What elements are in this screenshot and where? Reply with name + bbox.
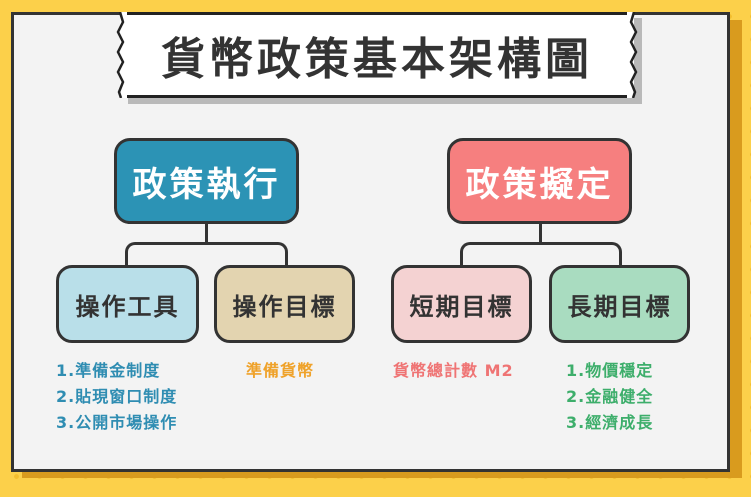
short-term-target-list: 貨幣總計數 M2 — [393, 358, 514, 384]
long-term-target-list: 1.物價穩定 2.金融健全 3.經濟成長 — [566, 358, 653, 436]
list-item: 準備貨幣 — [246, 361, 315, 380]
node-long-term-target-label: 長期目標 — [567, 292, 672, 321]
list-item: 3.公開市場操作 — [56, 413, 178, 432]
operating-target-list: 準備貨幣 — [246, 358, 314, 384]
page-title: 貨幣政策基本架構圖 — [161, 34, 593, 85]
list-item: 貨幣總計數 M2 — [393, 361, 514, 380]
operating-tools-list: 1.準備金制度 2.貼現窗口制度 3.公開市場操作 — [56, 358, 177, 436]
list-item: 1.物價穩定 — [566, 361, 654, 380]
node-short-term-target-label: 短期目標 — [409, 292, 514, 321]
node-operating-tools: 操作工具 — [56, 265, 199, 343]
node-operating-target-label: 操作目標 — [232, 292, 337, 321]
node-long-term-target: 長期目標 — [549, 265, 690, 343]
connector-line — [205, 222, 208, 244]
list-item: 2.貼現窗口制度 — [56, 387, 178, 406]
connector-line — [539, 222, 542, 244]
list-item: 2.金融健全 — [566, 387, 654, 406]
torn-edge-right — [627, 12, 638, 98]
node-policy-formulation: 政策擬定 — [447, 138, 632, 224]
node-policy-execution: 政策執行 — [114, 138, 299, 224]
title-banner: 貨幣政策基本架構圖 — [116, 12, 638, 98]
connector-bracket — [125, 242, 288, 267]
node-operating-target: 操作目標 — [214, 265, 355, 343]
list-item: 1.準備金制度 — [56, 361, 161, 380]
node-operating-tools-label: 操作工具 — [75, 292, 180, 321]
node-short-term-target: 短期目標 — [391, 265, 532, 343]
list-item: 3.經濟成長 — [566, 413, 654, 432]
node-policy-formulation-label: 政策擬定 — [465, 164, 614, 205]
node-policy-execution-label: 政策執行 — [132, 164, 281, 205]
torn-edge-left — [116, 12, 127, 98]
connector-bracket — [460, 242, 622, 267]
